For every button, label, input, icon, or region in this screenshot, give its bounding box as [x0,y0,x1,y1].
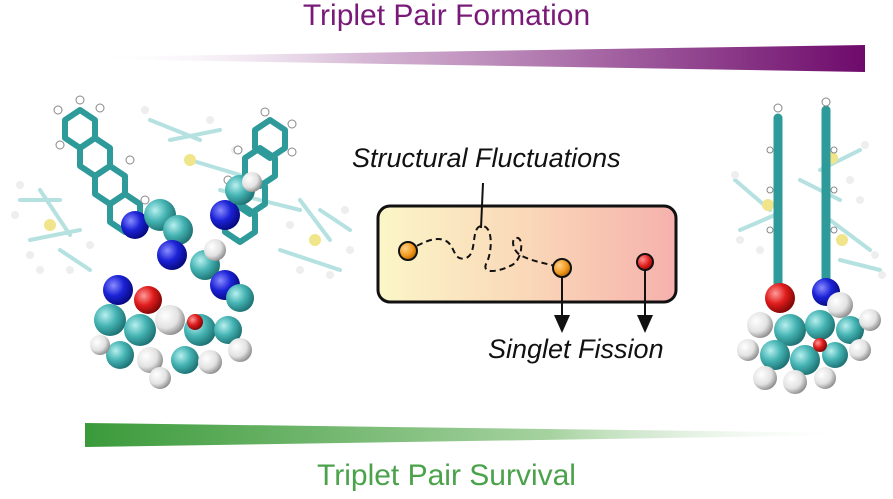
fluctuation-path [407,224,563,272]
survival-wedge [85,423,860,447]
initial-state-dot [398,241,418,261]
fission-state-dot [552,258,572,278]
singlet-fission-label: Singlet Fission [488,334,664,364]
formation-wedge [90,45,865,72]
structural-fluctuations-label: Structural Fluctuations [352,143,621,173]
right-molecule [731,97,886,394]
triplet-state-dot [636,253,654,271]
triplet-pair-formation-title: Triplet Pair Formation [302,0,591,32]
left-molecule [11,95,354,389]
fluctuation-pointer [480,182,484,229]
state-box [376,204,678,304]
triplet-pair-survival-title: Triplet Pair Survival [317,459,576,492]
